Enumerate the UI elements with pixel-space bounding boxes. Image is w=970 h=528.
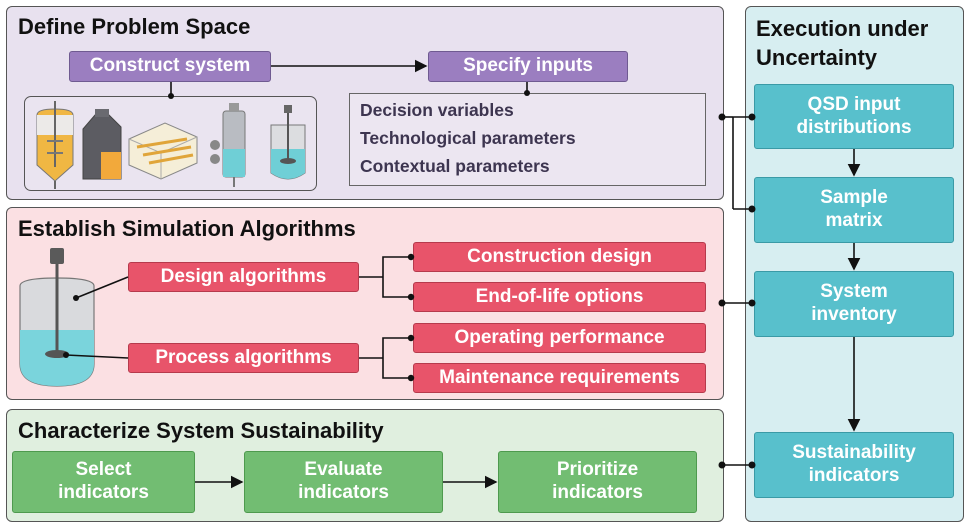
select-indicators-box: Select indicators xyxy=(12,451,195,513)
sustainability-indicators-box: Sustainability indicators xyxy=(754,432,954,498)
sample-matrix-box: Sample matrix xyxy=(754,177,954,243)
operating-performance-box: Operating performance xyxy=(413,323,706,353)
maintenance-requirements-box: Maintenance requirements xyxy=(413,363,706,393)
design-algorithms-box: Design algorithms xyxy=(128,262,359,292)
technological-parameters-item: Technological parameters xyxy=(360,128,576,148)
establish-title: Establish Simulation Algorithms xyxy=(18,216,356,241)
evaluate-indicators-box: Evaluate indicators xyxy=(244,451,443,513)
specify-inputs-box: Specify inputs xyxy=(428,51,628,82)
contextual-parameters-item: Contextual parameters xyxy=(360,156,550,176)
system-inventory-box: System inventory xyxy=(754,271,954,337)
settling-basin-icon xyxy=(128,122,198,180)
decision-variables-item: Decision variables xyxy=(360,100,514,120)
mixing-reactor-illustration xyxy=(14,246,100,394)
inputs-list-box: Decision variables Technological paramet… xyxy=(349,93,706,186)
process-algorithms-box: Process algorithms xyxy=(128,343,359,373)
execution-title: Execution under Uncertainty xyxy=(756,16,929,71)
column-reactor-icon xyxy=(210,103,246,187)
construct-system-box: Construct system xyxy=(69,51,271,82)
prioritize-indicators-box: Prioritize indicators xyxy=(498,451,697,513)
define-title: Define Problem Space xyxy=(18,14,251,39)
tank-reactor-icon xyxy=(36,101,74,189)
end-of-life-options-box: End-of-life options xyxy=(413,282,706,312)
jerrycan-icon xyxy=(82,109,122,180)
characterize-title: Characterize System Sustainability xyxy=(18,418,384,443)
mixing-tank-icon xyxy=(270,105,306,180)
qsd-input-distributions-box: QSD input distributions xyxy=(754,84,954,149)
